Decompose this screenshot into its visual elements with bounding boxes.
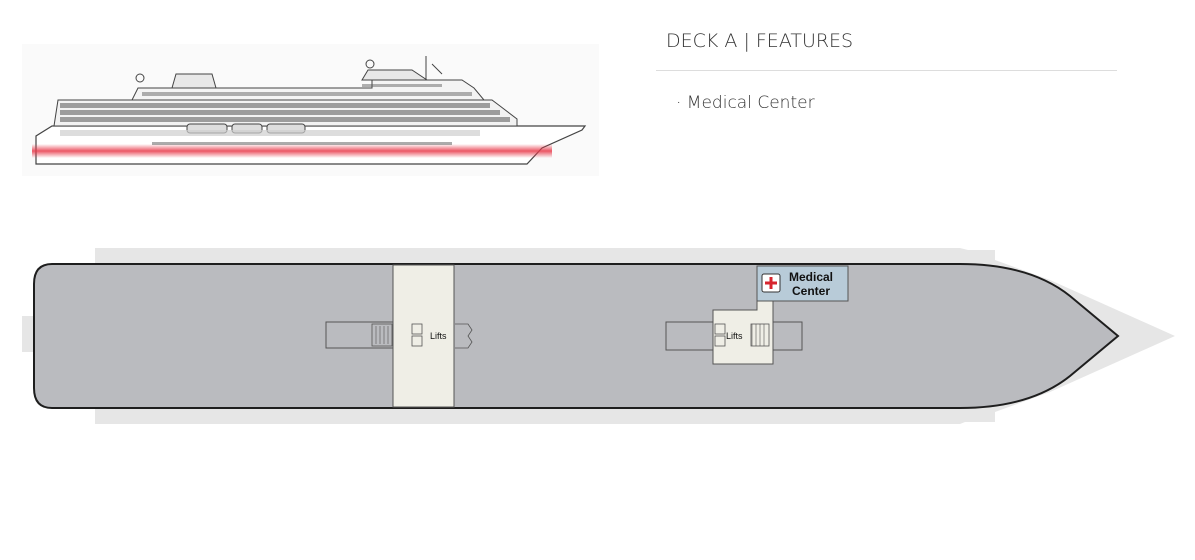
- title-divider: [656, 70, 1117, 71]
- lifts-aft-label: Lifts: [430, 331, 447, 341]
- red-cross-icon: [761, 273, 781, 293]
- hull-outline: [33, 263, 1120, 409]
- medical-label-line1: Medical: [789, 270, 833, 284]
- lifts-fwd-label: Lifts: [726, 331, 743, 341]
- medical-label-line2: Center: [792, 284, 830, 298]
- feature-list: · Medical Center: [676, 92, 815, 114]
- feature-item-medical-center[interactable]: · Medical Center: [676, 93, 815, 113]
- ship-profile-image: [22, 44, 599, 176]
- deck-title: DECK A | FEATURES: [666, 30, 854, 52]
- deck-plan: Lifts Lifts Medical Center: [22, 248, 1175, 424]
